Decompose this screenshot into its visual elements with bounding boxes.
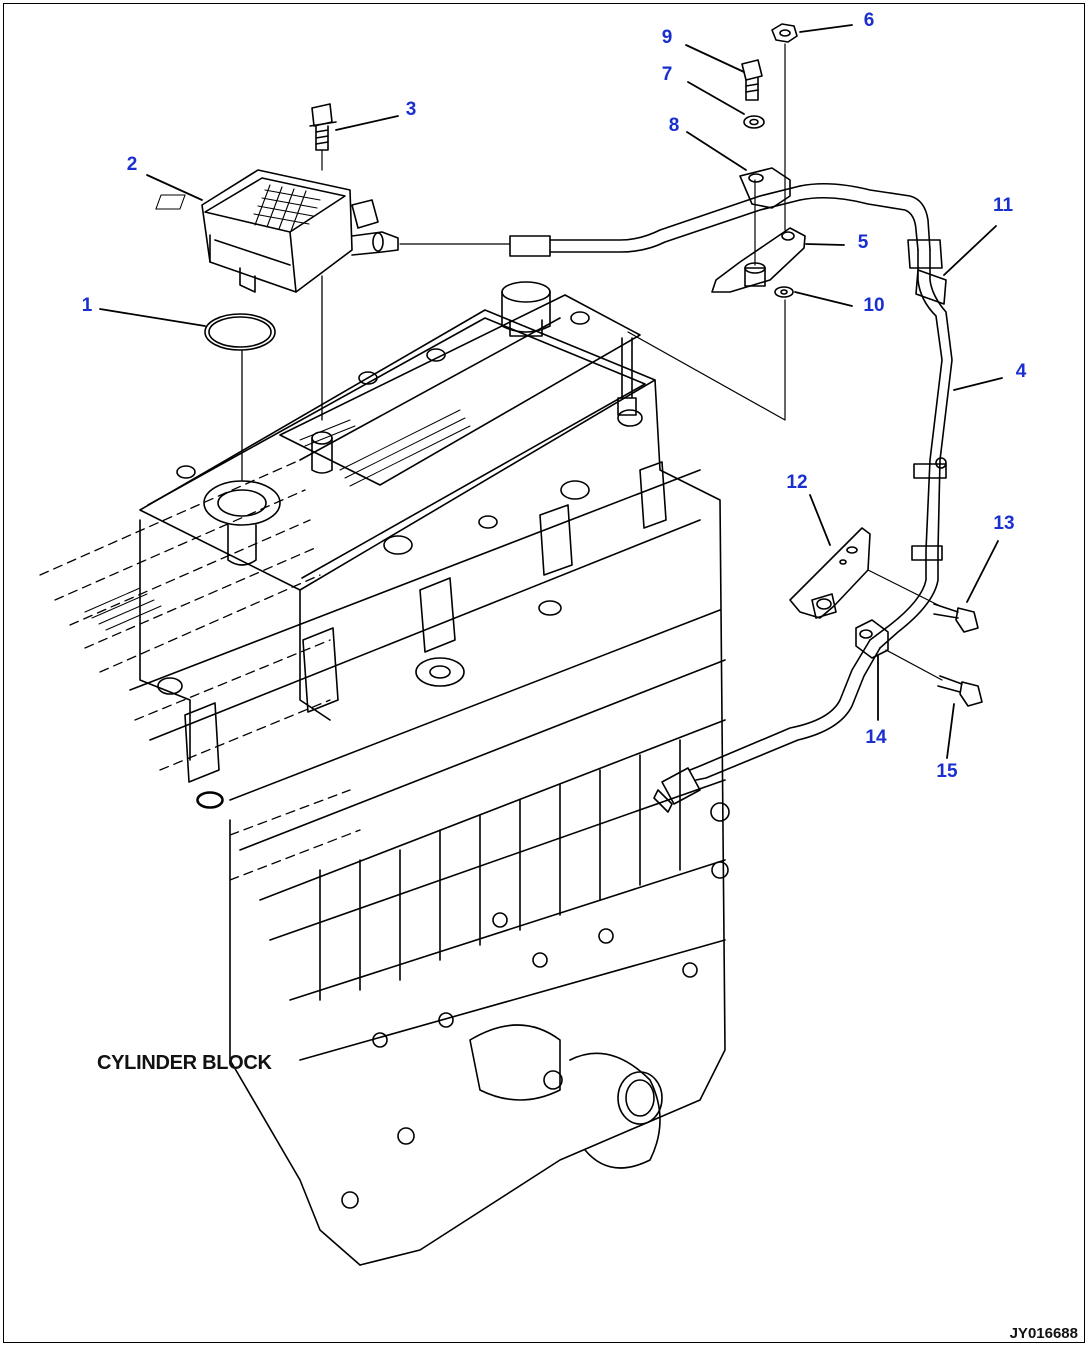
bolt-15 (937, 675, 983, 707)
callout-14: 14 (865, 727, 887, 748)
cylinder-block-label: CYLINDER BLOCK (97, 1052, 272, 1074)
bolt-9 (741, 59, 763, 101)
callout-13: 13 (993, 513, 1015, 534)
callout-1: 1 (81, 295, 93, 316)
callout-8: 8 (668, 115, 680, 136)
bolt-13 (933, 603, 979, 633)
bolt-3 (309, 103, 337, 171)
washer-10 (774, 286, 794, 298)
callout-9: 9 (661, 27, 673, 48)
cylinder-block (39, 281, 786, 1266)
callout-3: 3 (405, 99, 417, 120)
bracket-12 (789, 527, 941, 619)
callout-11: 11 (992, 195, 1014, 216)
bracket-5 (711, 179, 806, 293)
washer-7 (743, 115, 765, 129)
callout-6: 6 (863, 10, 875, 31)
sensor-module (155, 169, 511, 421)
callout-2: 2 (126, 154, 138, 175)
callout-7: 7 (661, 64, 673, 85)
callout-12: 12 (786, 472, 808, 493)
callout-15: 15 (936, 761, 958, 782)
leader-lines (99, 24, 1003, 759)
callout-4: 4 (1015, 361, 1027, 382)
diagram-frame (3, 3, 1085, 1343)
sensor-tube (509, 182, 953, 813)
callout-10: 10 (863, 295, 885, 316)
clamp-14 (855, 619, 943, 681)
o-ring (204, 313, 276, 481)
drawing-code: JY016688 (1009, 1325, 1078, 1342)
callout-5: 5 (857, 232, 869, 253)
clamp-8 (739, 167, 791, 209)
